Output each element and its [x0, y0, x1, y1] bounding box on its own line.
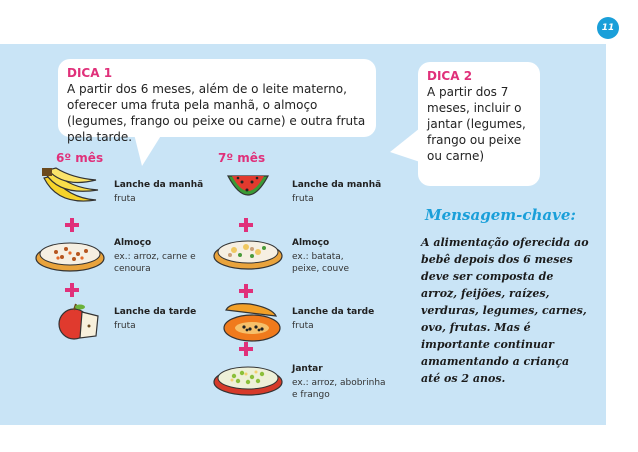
plus-icon [239, 284, 253, 298]
tip2-bubble: DICA 2 A partir dos 7 meses, incluir o j… [418, 62, 540, 186]
month7-label: 7º mês [218, 151, 266, 165]
apple-icon [58, 303, 99, 340]
bubble1-tail [134, 134, 162, 166]
month7-meal3-desc: fruta [292, 321, 314, 331]
month6-meal2-desc: ex.: arroz, carne e cenoura [114, 252, 196, 274]
tip1-bubble: DICA 1 A partir dos 6 meses, além de o l… [58, 59, 376, 144]
plus-icon [239, 218, 253, 232]
papaya-icon [223, 303, 281, 342]
month6-meal2-title: Almoço [114, 238, 152, 248]
page-number: 11 [597, 17, 619, 39]
key-message-text: A alimentação oferecida ao bebê depois d… [421, 236, 589, 385]
month6-meal3-desc: fruta [114, 321, 136, 331]
tip2-text: A partir dos 7 meses, incluir o jantar (… [427, 85, 526, 163]
month6-meal1-title: Lanche da manhã [114, 180, 204, 190]
month7-meal1-title: Lanche da manhã [292, 180, 382, 190]
plus-icon [65, 283, 79, 297]
lunch-plate-icon [35, 242, 105, 272]
month6-meal3-title: Lanche da tarde [114, 307, 197, 317]
month7-meal1-desc: fruta [292, 194, 314, 204]
plus-icon [239, 342, 253, 356]
month7-meal2-title: Almoço [292, 238, 330, 248]
lunch-plate-icon [213, 240, 283, 270]
month6-label: 6º mês [56, 151, 104, 165]
key-message-title: Mensagem-chave: [425, 206, 576, 224]
month7-meal3-title: Lanche da tarde [292, 307, 375, 317]
month7-meal4-title: Jantar [292, 364, 323, 374]
plus-icon [65, 218, 79, 232]
tip2-title: DICA 2 [427, 69, 473, 83]
tip1-title: DICA 1 [67, 66, 113, 80]
dinner-plate-icon [213, 366, 283, 396]
month7-meal2-desc: ex.: batata, peixe, couve [292, 252, 350, 274]
banana-icon [42, 167, 99, 202]
month6-meal1-desc: fruta [114, 194, 136, 204]
month7-meal4-desc: ex.: arroz, abobrinha e frango [292, 378, 386, 400]
tip1-text: A partir dos 6 meses, além de o leite ma… [67, 82, 366, 144]
watermelon-icon [227, 175, 269, 196]
bubble2-tail [390, 128, 420, 162]
